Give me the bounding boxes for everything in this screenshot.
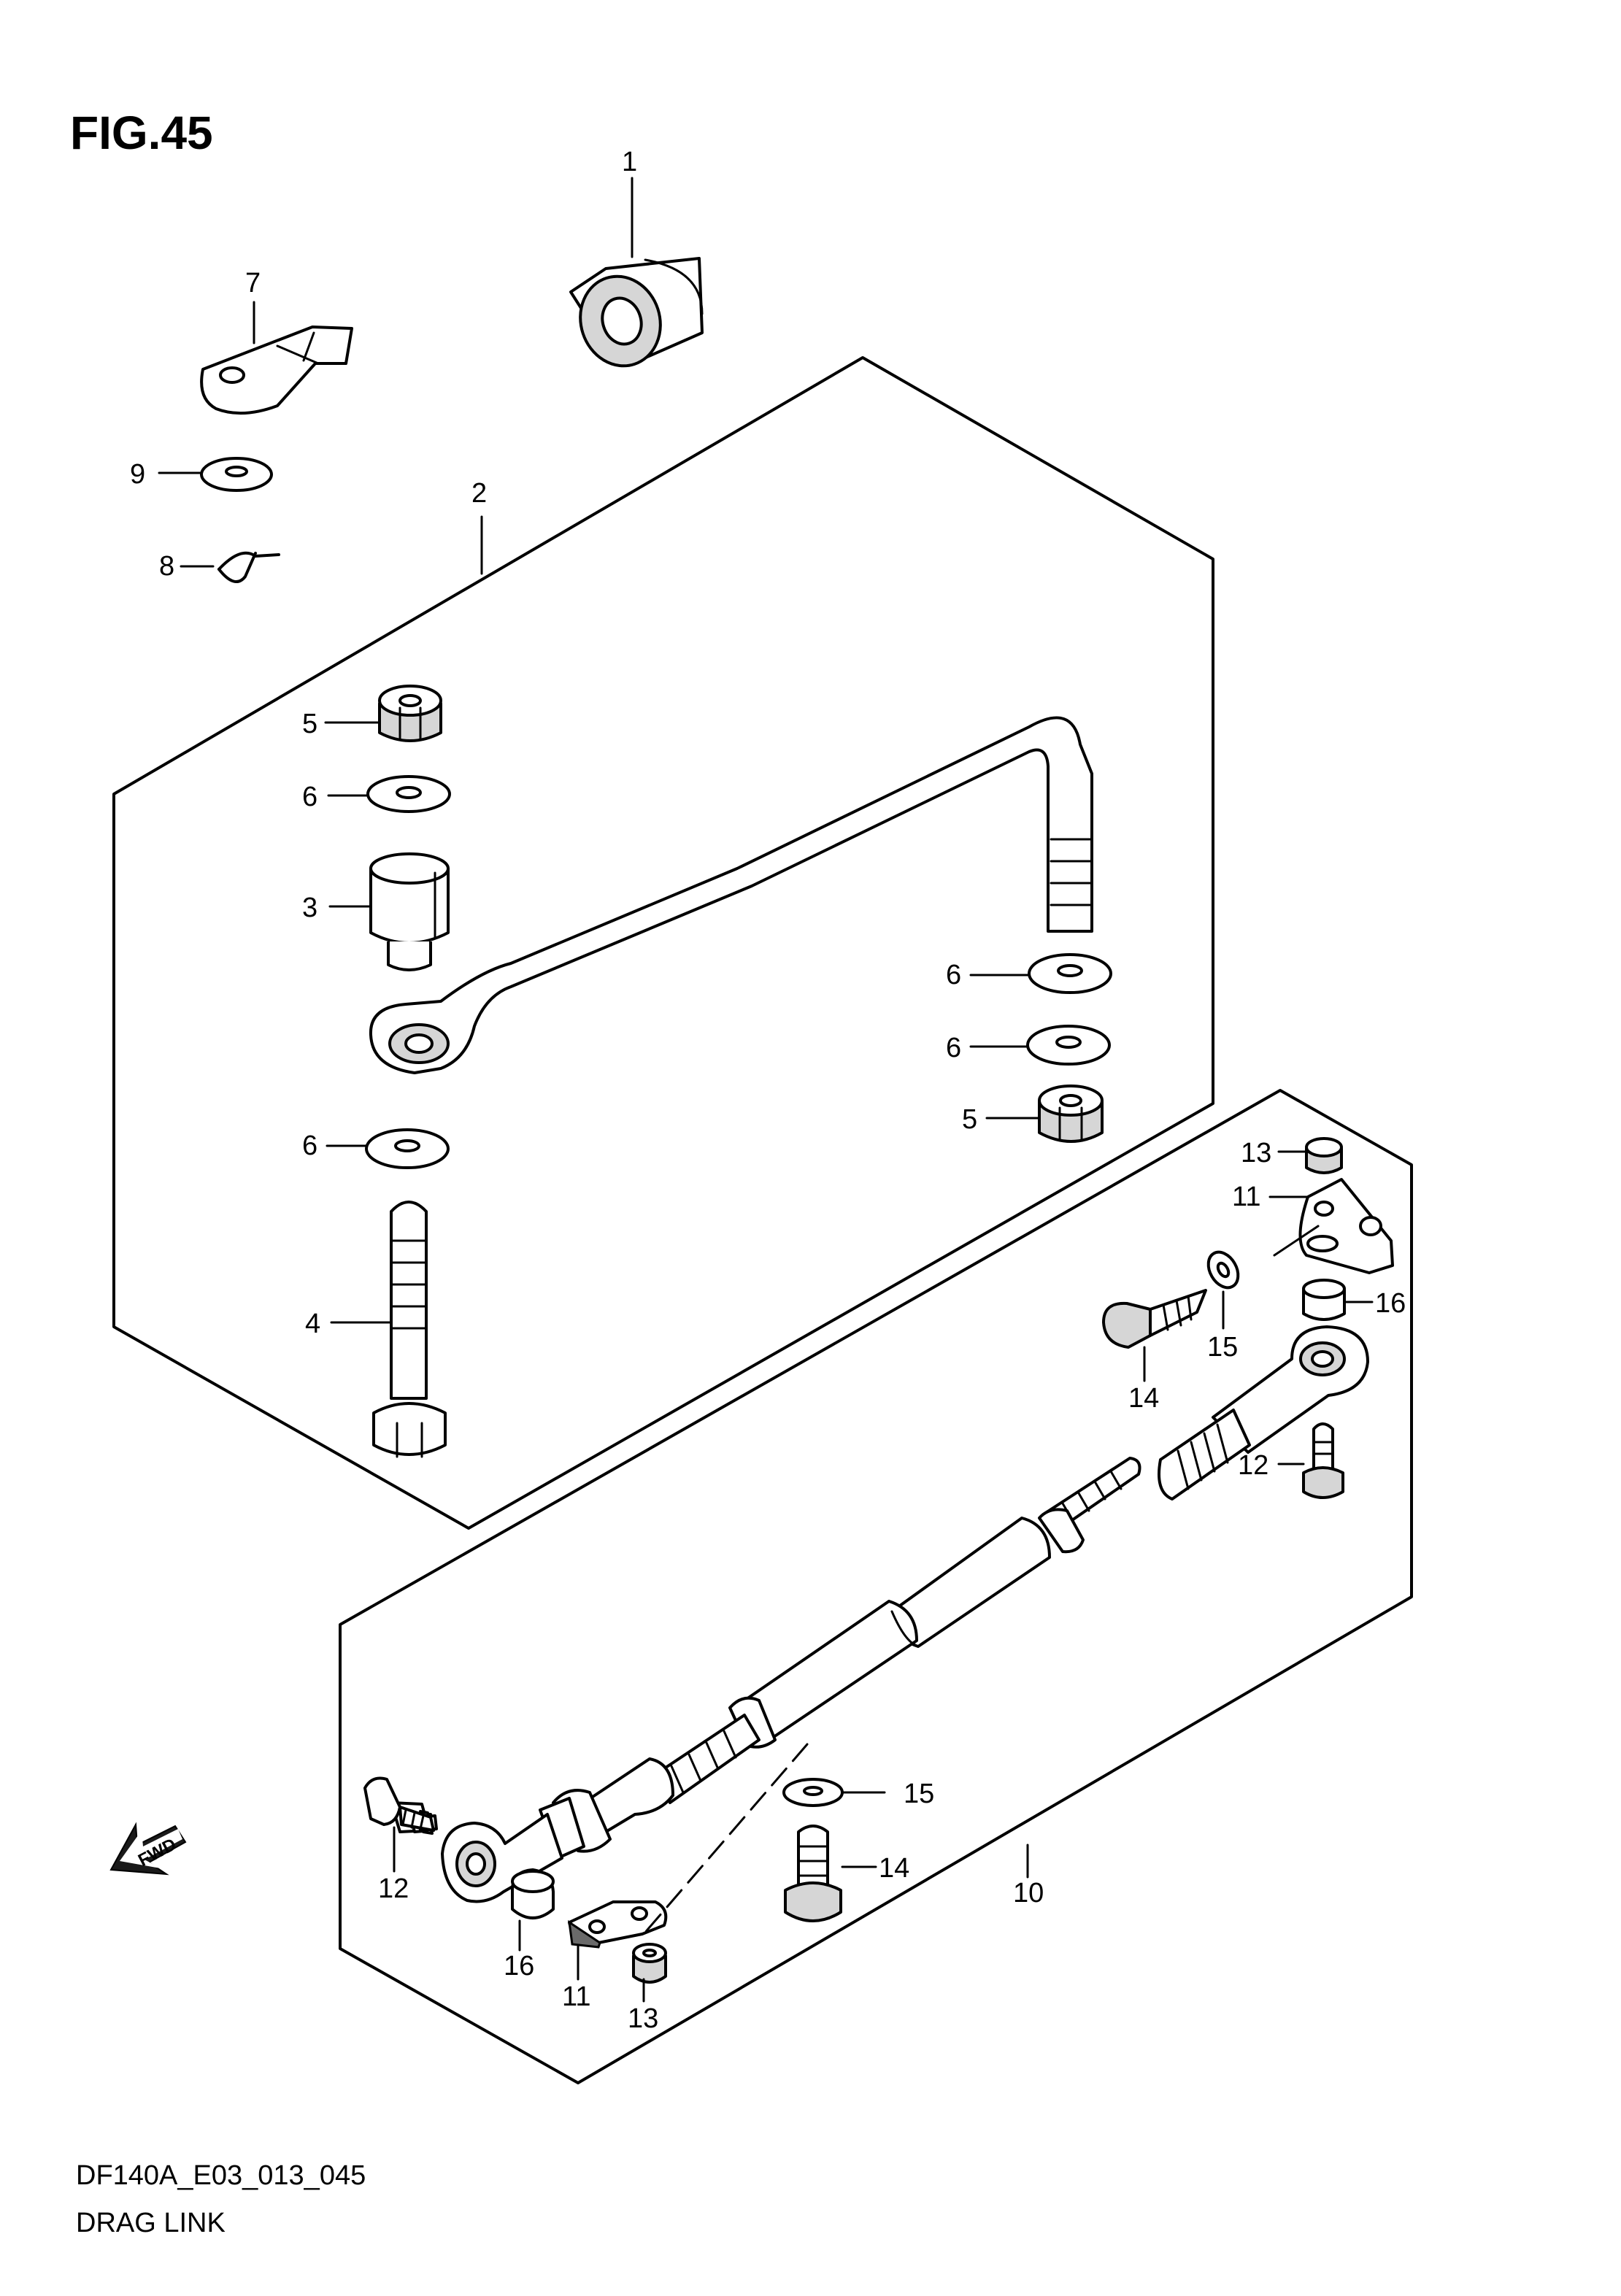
- label-6: 6: [302, 782, 317, 812]
- label-6: 6: [946, 1033, 961, 1063]
- part-11-bracket: [568, 1900, 668, 1949]
- label-8: 8: [159, 551, 174, 582]
- label-14: 14: [879, 1853, 909, 1884]
- part-16-spacer: [1302, 1279, 1346, 1321]
- part-13-nut: [632, 1943, 667, 1984]
- part-12-bolt: [363, 1776, 438, 1835]
- part-9-washer: [200, 457, 273, 492]
- part-16-spacer: [511, 1868, 555, 1919]
- label-14: 14: [1128, 1383, 1159, 1414]
- label-13: 13: [628, 2003, 658, 2034]
- label-4: 4: [305, 1309, 320, 1339]
- drawing-name: DRAG LINK: [76, 2208, 226, 2238]
- label-10: 10: [1013, 1878, 1044, 1908]
- assembly-outline-2: [112, 356, 1214, 1530]
- part-12-bolt: [1302, 1422, 1344, 1499]
- part-6-washer: [365, 1128, 450, 1169]
- label-9: 9: [130, 459, 145, 490]
- label-12: 12: [1238, 1450, 1268, 1481]
- part-15-washer: [1206, 1250, 1240, 1290]
- assembly-outline-10: [339, 1089, 1413, 2084]
- part-2-drag-link-rod: [369, 716, 1093, 1074]
- part-10-rod-end-inner: [441, 1813, 563, 1903]
- label-11: 11: [562, 1981, 590, 2012]
- part-11-bracket: [1298, 1178, 1394, 1274]
- part-5-nut: [1038, 1085, 1104, 1143]
- part-1-bushing: [569, 257, 704, 368]
- label-16: 16: [504, 1951, 534, 1981]
- drawing-code: DF140A_E03_013_045: [76, 2160, 366, 2191]
- part-14-bolt: [784, 1825, 842, 1922]
- label-3: 3: [302, 893, 317, 923]
- guide-line: [642, 1743, 809, 1935]
- fwd-arrow-icon: FWD: [109, 1822, 187, 1876]
- label-6: 6: [302, 1130, 317, 1161]
- label-7: 7: [245, 268, 261, 298]
- part-13-nut: [1305, 1137, 1343, 1174]
- part-8-cotter-pin: [217, 551, 280, 584]
- label-15: 15: [904, 1779, 934, 1809]
- part-6-washer: [1026, 1025, 1111, 1066]
- label-13: 13: [1241, 1138, 1271, 1168]
- label-15: 15: [1207, 1332, 1238, 1363]
- part-5-nut: [378, 685, 442, 742]
- label-11: 11: [1232, 1182, 1260, 1212]
- part-6-washer: [366, 775, 451, 813]
- figure-title: FIG.45: [70, 107, 213, 159]
- label-16: 16: [1375, 1288, 1406, 1319]
- part-3-collar: [369, 852, 450, 971]
- part-6-washer: [1028, 953, 1112, 994]
- part-4-bolt: [372, 1201, 447, 1458]
- part-15-washer: [782, 1778, 844, 1807]
- label-12: 12: [378, 1873, 409, 1904]
- part-7-bracket: [200, 325, 353, 415]
- part-10-tie-rod: [539, 1457, 1141, 1860]
- part-14-bolt: [1102, 1289, 1207, 1349]
- leader-lines: [158, 177, 1374, 2003]
- label-1: 1: [622, 147, 637, 177]
- label-5: 5: [962, 1104, 977, 1135]
- label-2: 2: [471, 478, 487, 509]
- part-10-rod-end-outer: [1158, 1325, 1369, 1501]
- label-5: 5: [302, 709, 317, 739]
- part-labels: 1 7 9 2 8 5 6 3 6 6 5 6 4 13 11 16 15 14…: [130, 147, 1406, 2034]
- label-6: 6: [946, 960, 961, 990]
